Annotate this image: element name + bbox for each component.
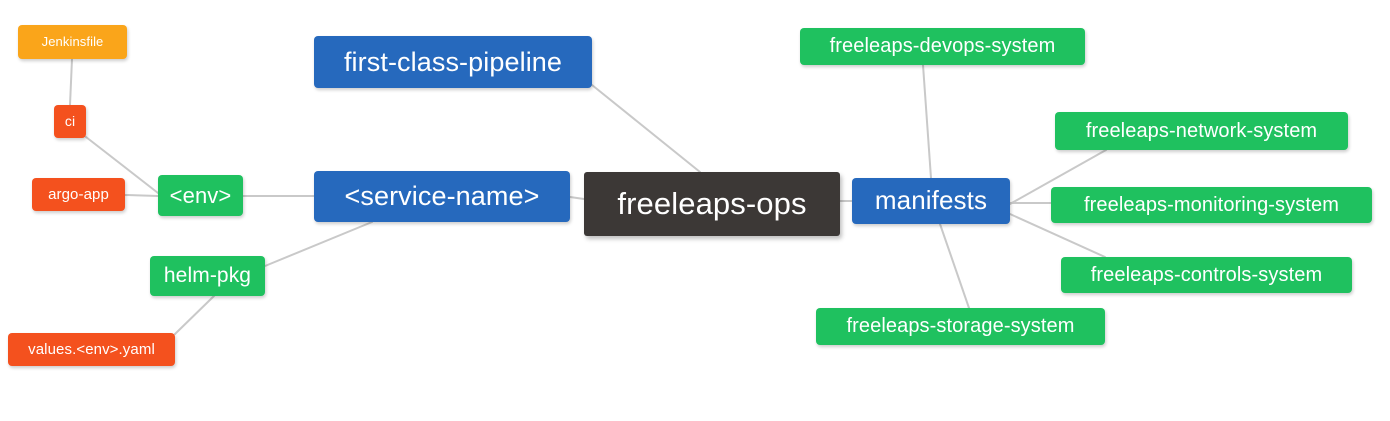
- node-freeleaps-ops[interactable]: freeleaps-ops: [584, 172, 840, 236]
- edge-first-class-pipeline-to-freeleaps-ops: [591, 84, 701, 173]
- node-label-values-env-yaml: values.<env>.yaml: [28, 340, 155, 358]
- edge-manifests-to-freeleaps-storage-system: [939, 223, 970, 309]
- node-label-manifests: manifests: [874, 185, 988, 216]
- edge-values-env-yaml-to-helm-pkg: [174, 295, 215, 335]
- node-label-first-class-pipeline: first-class-pipeline: [343, 46, 563, 77]
- node-argo-app[interactable]: argo-app: [32, 178, 125, 211]
- node-first-class-pipeline[interactable]: first-class-pipeline: [314, 36, 592, 88]
- node-jenkinsfile[interactable]: Jenkinsfile: [18, 25, 127, 59]
- node-ci[interactable]: ci: [54, 105, 86, 138]
- node-values-env-yaml[interactable]: values.<env>.yaml: [8, 333, 175, 366]
- node-freeleaps-devops-system[interactable]: freeleaps-devops-system: [800, 28, 1085, 65]
- node-freeleaps-controls-system[interactable]: freeleaps-controls-system: [1061, 257, 1352, 293]
- node-label-jenkinsfile: Jenkinsfile: [41, 34, 104, 50]
- node-label-helm-pkg: helm-pkg: [163, 263, 252, 287]
- edge-argo-app-to-env: [124, 194, 159, 197]
- node-label-env: <env>: [169, 182, 232, 208]
- node-service-name[interactable]: <service-name>: [314, 171, 570, 222]
- edge-helm-pkg-to-service-name: [264, 221, 373, 267]
- node-label-argo-app: argo-app: [48, 185, 109, 203]
- node-label-freeleaps-devops-system: freeleaps-devops-system: [829, 35, 1056, 57]
- node-label-freeleaps-network-system: freeleaps-network-system: [1085, 119, 1318, 142]
- node-manifests[interactable]: manifests: [852, 178, 1010, 224]
- node-label-freeleaps-storage-system: freeleaps-storage-system: [846, 315, 1075, 337]
- node-label-freeleaps-controls-system: freeleaps-controls-system: [1090, 263, 1323, 286]
- node-label-freeleaps-monitoring-system: freeleaps-monitoring-system: [1083, 193, 1339, 216]
- node-label-ci: ci: [64, 113, 76, 130]
- node-helm-pkg[interactable]: helm-pkg: [150, 256, 265, 296]
- node-env[interactable]: <env>: [158, 175, 243, 216]
- node-freeleaps-storage-system[interactable]: freeleaps-storage-system: [816, 308, 1105, 345]
- node-label-freeleaps-ops: freeleaps-ops: [617, 185, 807, 221]
- node-freeleaps-network-system[interactable]: freeleaps-network-system: [1055, 112, 1348, 150]
- edge-service-name-to-freeleaps-ops: [569, 196, 585, 200]
- edge-jenkinsfile-to-ci: [69, 58, 73, 106]
- edge-manifests-to-freeleaps-devops-system: [922, 64, 932, 179]
- node-label-service-name: <service-name>: [344, 181, 540, 212]
- node-freeleaps-monitoring-system[interactable]: freeleaps-monitoring-system: [1051, 187, 1372, 223]
